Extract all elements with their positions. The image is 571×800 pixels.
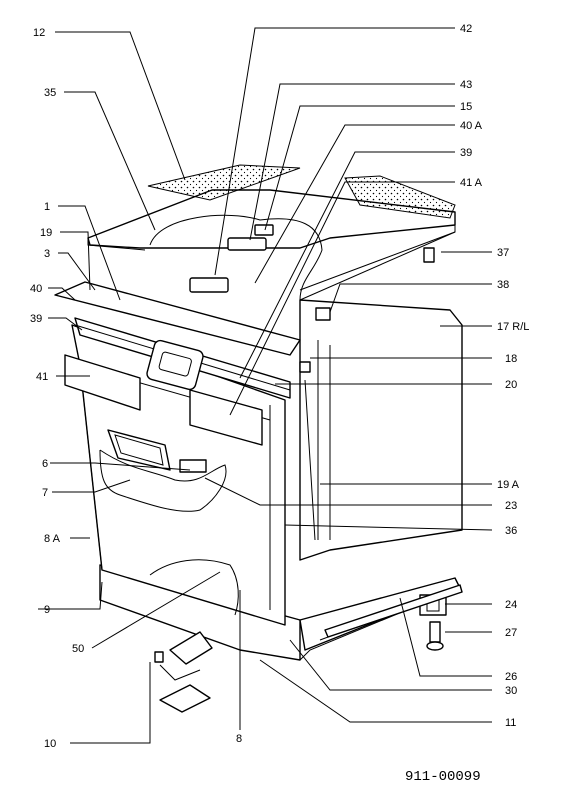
label-19: 19 xyxy=(40,227,52,239)
label-19a: 19 A xyxy=(497,479,520,491)
label-50: 50 xyxy=(72,643,84,655)
label-41a: 41 A xyxy=(460,177,483,189)
label-35: 35 xyxy=(44,87,56,99)
label-39-top: 39 xyxy=(460,147,472,159)
worktop-insulation-left xyxy=(147,164,301,201)
label-9: 9 xyxy=(44,604,50,616)
label-8a: 8 A xyxy=(44,533,61,545)
leader-lines xyxy=(38,27,493,744)
label-43: 43 xyxy=(460,79,472,91)
label-7: 7 xyxy=(42,487,48,499)
label-30: 30 xyxy=(505,685,517,697)
label-8: 8 xyxy=(236,733,242,745)
label-37: 37 xyxy=(497,247,509,259)
label-15: 15 xyxy=(460,101,472,113)
label-12: 12 xyxy=(33,27,45,39)
label-3: 3 xyxy=(44,248,50,260)
label-18: 18 xyxy=(505,353,517,365)
label-40a: 40 A xyxy=(460,120,483,132)
document-number: 911-00099 xyxy=(405,769,481,785)
label-42: 42 xyxy=(460,23,472,35)
label-24: 24 xyxy=(505,599,517,611)
label-27: 27 xyxy=(505,627,517,639)
label-23: 23 xyxy=(505,500,517,512)
label-38: 38 xyxy=(497,279,509,291)
label-39: 39 xyxy=(30,313,42,325)
label-36: 36 xyxy=(505,525,517,537)
label-26: 26 xyxy=(505,671,517,683)
label-6: 6 xyxy=(42,458,48,470)
label-20: 20 xyxy=(505,379,517,391)
label-11: 11 xyxy=(505,717,516,729)
label-41: 41 xyxy=(36,371,48,383)
label-40: 40 xyxy=(30,283,42,295)
worktop-insulation-right xyxy=(344,175,456,219)
cabinet-drawing xyxy=(54,164,463,713)
label-17rl: 17 R/L xyxy=(497,321,529,333)
label-1: 1 xyxy=(44,201,50,213)
label-10: 10 xyxy=(44,738,56,750)
part-labels: 12 42 35 43 15 40 A 1 39 41 A 19 3 37 40… xyxy=(30,23,529,750)
